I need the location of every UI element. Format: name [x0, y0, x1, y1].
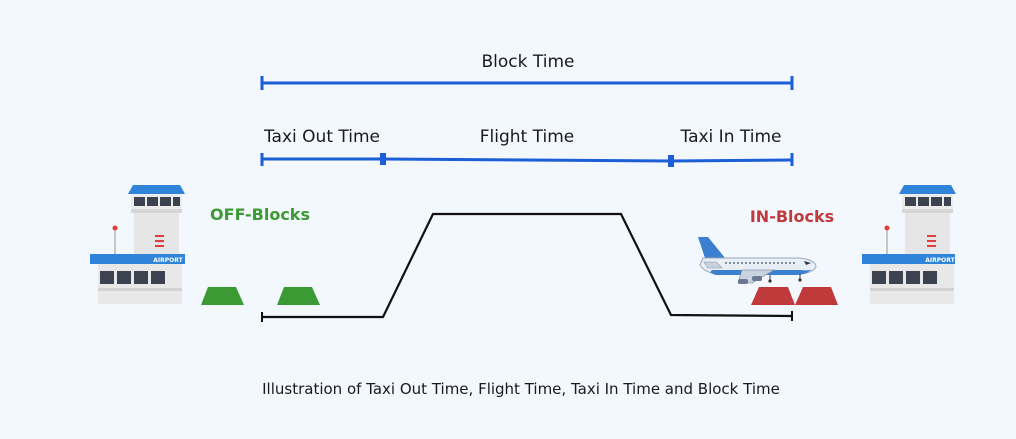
taxi-in-time-label: Taxi In Time [680, 127, 782, 147]
wheel-chock-icon [277, 287, 320, 305]
diagram-caption: Illustration of Taxi Out Time, Flight Ti… [262, 380, 780, 398]
wheel-chock-icon [201, 287, 244, 305]
flight-profile-path [261, 212, 793, 322]
airport-sign-left: AIRPORT [153, 257, 183, 264]
airport-sign-right: AIRPORT [925, 257, 955, 264]
in-blocks-label: IN-Blocks [750, 207, 834, 226]
airport-tower-icon [862, 185, 956, 304]
segment-time-bar [260, 153, 794, 167]
wheel-chock-icon [751, 287, 795, 305]
off-blocks-label: OFF-Blocks [210, 205, 310, 224]
airplane-icon [698, 237, 817, 284]
taxi-out-time-label: Taxi Out Time [263, 127, 380, 147]
block-time-bar [260, 76, 794, 90]
flight-time-label: Flight Time [480, 127, 574, 147]
wheel-chock-icon [795, 287, 838, 305]
airport-tower-icon [90, 185, 185, 304]
block-time-label: Block Time [482, 52, 575, 72]
